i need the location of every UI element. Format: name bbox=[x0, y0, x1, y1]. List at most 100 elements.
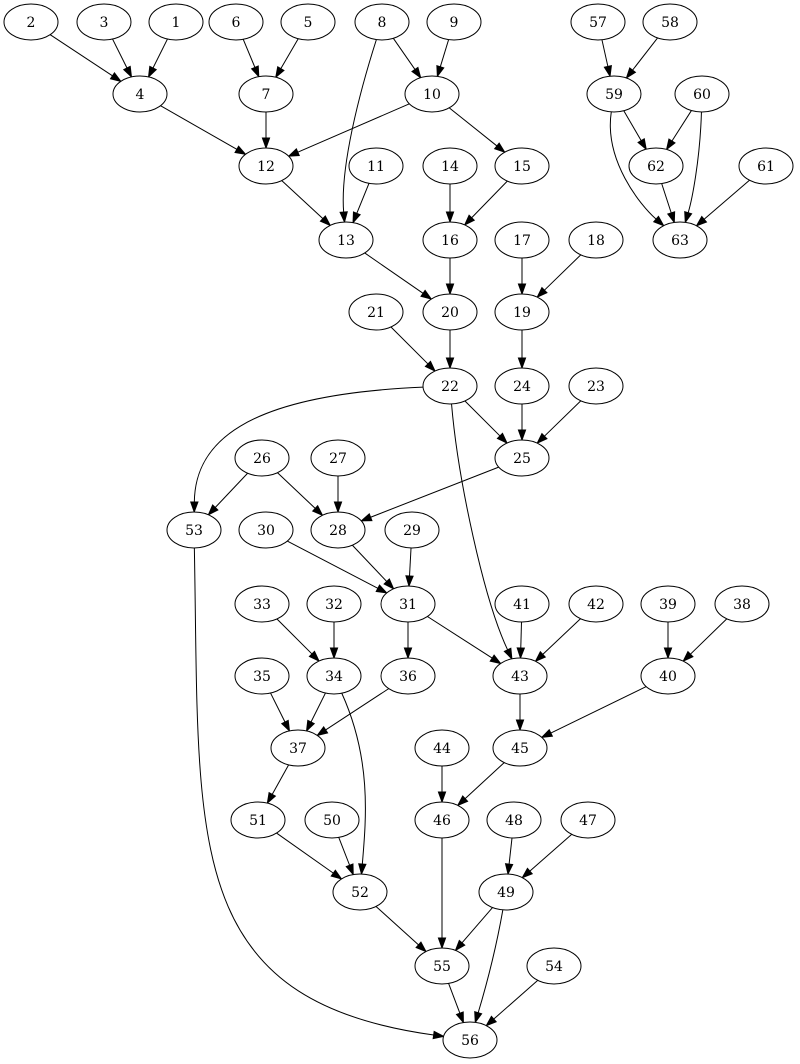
edge-line bbox=[427, 616, 493, 659]
edge-line bbox=[661, 183, 672, 214]
node-ellipse bbox=[166, 511, 222, 549]
arrowhead bbox=[485, 1015, 498, 1027]
edge-62-to-63 bbox=[661, 183, 676, 224]
edge-line bbox=[193, 386, 424, 503]
edge-5-to-7 bbox=[275, 38, 299, 79]
node-10: 10 bbox=[404, 75, 460, 113]
node-25: 25 bbox=[494, 439, 550, 477]
node-label: 45 bbox=[511, 741, 529, 757]
node-label: 48 bbox=[505, 813, 523, 829]
edge-line bbox=[690, 618, 728, 655]
node-label: 57 bbox=[589, 15, 607, 31]
node-label: 6 bbox=[232, 15, 241, 31]
node-55: 55 bbox=[414, 947, 470, 985]
node-label: 24 bbox=[513, 379, 531, 395]
edge-48-to-49 bbox=[504, 837, 514, 876]
node-label: 31 bbox=[399, 597, 417, 613]
arrowhead bbox=[445, 211, 455, 224]
node-label: 54 bbox=[545, 959, 563, 975]
edge-13-to-20 bbox=[364, 252, 433, 300]
node-21: 21 bbox=[348, 293, 404, 331]
node-label: 42 bbox=[587, 597, 605, 613]
arrowhead bbox=[420, 289, 433, 300]
arrowhead bbox=[517, 429, 527, 442]
edge-line bbox=[448, 983, 461, 1014]
edge-line bbox=[325, 688, 390, 731]
arrowhead bbox=[352, 211, 361, 224]
arrowhead bbox=[695, 215, 708, 227]
edge-line bbox=[439, 39, 450, 67]
edge-line bbox=[370, 466, 499, 518]
arrowhead bbox=[663, 647, 673, 660]
arrowhead bbox=[275, 65, 285, 79]
node-ellipse bbox=[310, 439, 366, 477]
edge-27-to-28 bbox=[333, 476, 343, 514]
node-19: 19 bbox=[494, 293, 550, 331]
node-43: 43 bbox=[492, 657, 548, 695]
edge-22-to-43 bbox=[451, 403, 513, 661]
node-ellipse bbox=[380, 585, 436, 623]
node-ellipse bbox=[426, 3, 482, 41]
node-label: 21 bbox=[367, 305, 385, 321]
edge-50-to-52 bbox=[338, 837, 354, 876]
node-61: 61 bbox=[738, 147, 794, 185]
node-4: 4 bbox=[112, 75, 168, 113]
node-35: 35 bbox=[234, 657, 290, 695]
arrowhead bbox=[454, 939, 466, 952]
arrowhead bbox=[536, 432, 548, 445]
node-ellipse bbox=[494, 221, 550, 259]
node-46: 46 bbox=[414, 801, 470, 839]
node-17: 17 bbox=[494, 221, 550, 259]
edge-line bbox=[276, 832, 334, 874]
node-label: 7 bbox=[262, 87, 271, 103]
node-ellipse bbox=[280, 3, 336, 41]
arrowhead bbox=[383, 578, 395, 590]
node-label: 56 bbox=[461, 1033, 479, 1049]
node-label: 60 bbox=[693, 87, 711, 103]
arrowhead bbox=[330, 869, 343, 880]
arrowhead bbox=[455, 1011, 464, 1024]
edge-line bbox=[375, 906, 419, 946]
edge-line bbox=[342, 39, 377, 213]
node-ellipse bbox=[494, 293, 550, 331]
node-label: 9 bbox=[450, 15, 459, 31]
node-ellipse bbox=[492, 729, 548, 767]
edge-line bbox=[687, 111, 702, 213]
node-ellipse bbox=[318, 221, 374, 259]
arrowhead bbox=[445, 283, 455, 296]
arrowhead bbox=[437, 791, 447, 804]
node-label: 41 bbox=[513, 597, 531, 613]
arrowhead bbox=[415, 941, 428, 953]
edge-2-to-4 bbox=[49, 34, 123, 83]
arrowhead bbox=[489, 654, 502, 665]
edge-line bbox=[632, 37, 658, 71]
edge-49-to-56 bbox=[474, 909, 504, 1024]
arrowhead bbox=[345, 863, 354, 876]
arrowhead bbox=[311, 504, 324, 517]
node-20: 20 bbox=[422, 293, 478, 331]
arrowhead bbox=[625, 67, 637, 80]
node-18: 18 bbox=[568, 221, 624, 259]
node-24: 24 bbox=[494, 367, 550, 405]
arrowhead bbox=[207, 504, 219, 516]
edge-41-to-43 bbox=[516, 621, 526, 660]
node-14: 14 bbox=[422, 147, 478, 185]
node-label: 37 bbox=[289, 741, 307, 757]
node-label: 11 bbox=[367, 159, 385, 175]
node-label: 15 bbox=[513, 159, 531, 175]
node-ellipse bbox=[234, 657, 290, 695]
node-1: 1 bbox=[148, 3, 204, 41]
edge-47-to-49 bbox=[521, 833, 573, 879]
edge-line bbox=[448, 107, 498, 147]
edge-line bbox=[471, 180, 508, 219]
node-48: 48 bbox=[486, 801, 542, 839]
node-ellipse bbox=[568, 585, 624, 623]
arrowhead bbox=[684, 211, 693, 224]
node-ellipse bbox=[238, 75, 294, 113]
arrowhead bbox=[333, 501, 343, 514]
node-51: 51 bbox=[230, 801, 286, 839]
node-ellipse bbox=[422, 221, 478, 259]
edge-line bbox=[356, 183, 370, 214]
node-label: 1 bbox=[172, 15, 181, 31]
